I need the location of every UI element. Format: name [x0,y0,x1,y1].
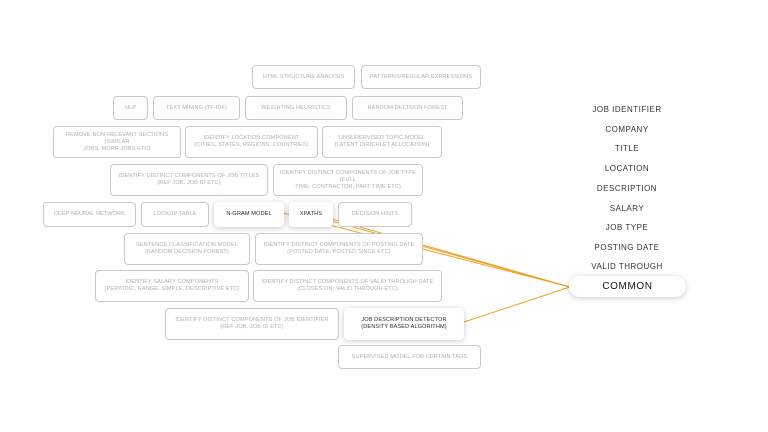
box-label-line1: SENTENCE CLASSIFICATION MODEL [136,242,238,248]
box-label: IDENTIFY DISTINCT COMPONENTS OF JOB TITL… [119,173,260,187]
field-salary: SALARY [609,204,645,213]
weighting-heuristics-box: WEIGHTING HEURISTICS [245,96,347,120]
box-label-line1: IDENTIFY DISTINCT COMPONENTS OF JOB IDEN… [175,317,329,323]
box-label: N-GRAM MODEL [226,211,272,217]
lookup-table-box: LOOKUP TABLE [141,202,209,227]
box-label: DECISION HINTS [351,211,399,217]
patterns-regex-box: PATTERNS/REGULAR EXPRESSIONS [361,65,481,89]
location-component-box: IDENTIFY LOCATION COMPONENT (CITIES, STA… [185,126,318,158]
box-label: HTML STRUCTURE ANALYSIS [262,73,345,80]
remove-sections-box: REMOVE NON-RELEVANT SECTIONS (SIMILAR JO… [53,126,181,158]
box-label: RANDOM DECISION FOREST [367,104,448,111]
job-type-components-box: IDENTIFY DISTINCT COMPONENTS OF JOB TYPE… [273,164,423,196]
box-label: IDENTIFY DISTINCT COMPONENTS OF VALID TH… [262,279,434,293]
field-title: TITLE [614,144,640,153]
box-label-line1: IDENTIFY DISTINCT COMPONENTS OF JOB TYPE… [279,169,417,183]
posting-date-components-box: IDENTIFY DISTINCT COMPONENTS OF POSTING … [255,233,423,265]
box-label: SUPERVISED MODEL FOR CERTAIN TAGS [351,353,468,360]
deep-neural-network-box: DEEP NEURAL NETWORK [43,202,136,227]
box-label: IDENTIFY LOCATION COMPONENT (CITIES, STA… [194,135,308,149]
box-label-line2: JOBS, MORE JOBS ETC) [83,145,151,152]
box-label-line2: (CITIES, STATES, REGIONS, COUNTRIES) [194,142,309,148]
box-label-line1: JOB DESCRIPTION DETECTOR [361,317,447,323]
field-common-pill: COMMON [569,276,686,297]
box-label-line2: (RANDOM DECISION FOREST) [145,249,229,255]
box-label: REMOVE NON-RELEVANT SECTIONS (SIMILAR JO… [57,132,177,153]
field-posting-date: POSTING DATE [594,243,660,252]
job-titles-components-box: IDENTIFY DISTINCT COMPONENTS OF JOB TITL… [110,164,268,196]
box-label-line1: UNSUPERVISED TOPIC MODEL [338,135,426,141]
box-label-line1: IDENTIFY DISTINCT COMPONENTS OF VALID TH… [261,279,434,285]
random-decision-forest-box: RANDOM DECISION FOREST [352,96,463,120]
box-label: IDENTIFY DISTINCT COMPONENTS OF JOB IDEN… [175,317,328,331]
html-structure-analysis-box: HTML STRUCTURE ANALYSIS [252,65,355,89]
connector-xpaths-common-b [323,218,571,288]
job-description-detector-box: JOB DESCRIPTION DETECTOR (DENSITY BASED … [344,308,464,340]
salary-components-box: IDENTIFY SALARY COMPONENTS (PERIODIC, RA… [95,270,249,302]
box-label-line1: IDENTIFY LOCATION COMPONENT [203,135,300,141]
box-label-line1: IDENTIFY DISTINCT COMPONENTS OF JOB TITL… [118,173,260,179]
ngram-model-box: N-GRAM MODEL [214,202,284,227]
job-identifier-components-box: IDENTIFY DISTINCT COMPONENTS OF JOB IDEN… [165,308,339,340]
text-mining-box: TEXT MINING (TF-IDF) [153,96,240,120]
box-label: DEEP NEURAL NETWORK [53,211,126,217]
decision-hints-box: DECISION HINTS [338,202,412,227]
box-label: IDENTIFY DISTINCT COMPONENTS OF JOB TYPE… [277,170,419,191]
box-label: JOB DESCRIPTION DETECTOR (DENSITY BASED … [361,317,446,331]
box-label-line2: (DENSITY BASED ALGORITHM) [361,324,447,330]
box-label: TEXT MINING (TF-IDF) [166,104,227,111]
box-label: NLP [124,104,137,111]
field-job-identifier: JOB IDENTIFIER [592,105,662,114]
box-label-line2: TIME, CONTRACTOR, PART TIME ETC) [295,183,401,190]
box-label-line2: (LATENT DIRICHLET ALLOCATION) [334,142,430,148]
box-label: SENTENCE CLASSIFICATION MODEL (RANDOM DE… [136,242,238,256]
field-valid-through: VALID THROUGH [591,262,663,271]
box-label-line1: REMOVE NON-RELEVANT SECTIONS (SIMILAR [65,131,169,145]
box-label: IDENTIFY DISTINCT COMPONENTS OF POSTING … [264,242,415,256]
field-company: COMPANY [605,125,649,134]
sentence-classification-box: SENTENCE CLASSIFICATION MODEL (RANDOM DE… [124,233,250,265]
box-label-line2: (PERIODIC, RANGE, SIMPLE, DESCRIPTIVE ET… [104,286,240,292]
nlp-box: NLP [113,96,148,120]
box-label-line1: IDENTIFY SALARY COMPONENTS [125,279,219,285]
field-description: DESCRIPTION [596,184,658,193]
box-label: PATTERNS/REGULAR EXPRESSIONS [369,73,473,80]
box-label: IDENTIFY SALARY COMPONENTS (PERIODIC, RA… [105,279,240,293]
field-location: LOCATION [604,164,650,173]
field-job-type: JOB TYPE [605,223,649,232]
box-label-line2: (POSTED DATE, POSTED SINCE ETC) [287,249,391,255]
box-label: LOOKUP TABLE [153,211,197,217]
topic-model-box: UNSUPERVISED TOPIC MODEL (LATENT DIRICHL… [322,126,442,158]
box-label-line1: IDENTIFY DISTINCT COMPONENTS OF POSTING … [263,242,415,248]
box-label: XPATHS [299,211,323,217]
supervised-model-box: SUPERVISED MODEL FOR CERTAIN TAGS [338,345,481,369]
connector-detector-common [463,286,571,323]
box-label: UNSUPERVISED TOPIC MODEL (LATENT DIRICHL… [335,135,430,149]
xpaths-box: XPATHS [289,202,333,227]
box-label: WEIGHTING HEURISTICS [261,104,331,111]
box-label-line2: (REF JOB, JOB ID ETC) [157,180,221,186]
common-label: COMMON [602,281,653,292]
valid-through-components-box: IDENTIFY DISTINCT COMPONENTS OF VALID TH… [253,270,442,302]
box-label-line2: (CLOSES ON, VALID THROUGH ETC) [297,286,398,292]
box-label-line2: (REF JOB, JOB ID ETC) [220,324,284,330]
